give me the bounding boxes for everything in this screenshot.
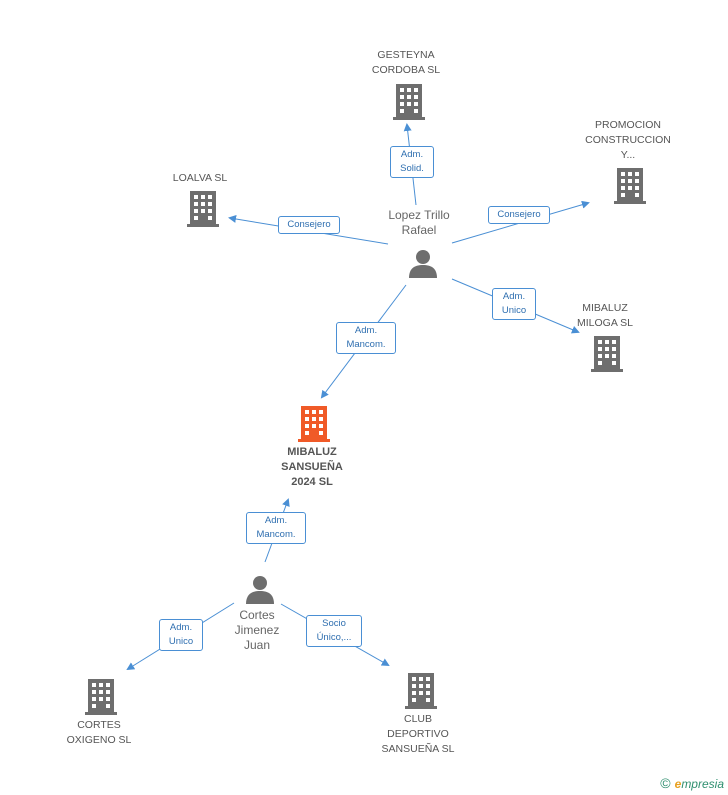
person-label-cortes[interactable]: Cortes Jimenez Juan [207, 608, 307, 653]
building-icon[interactable] [393, 84, 425, 120]
role-badge-lopez-gesteyna[interactable]: Adm. Solid. [390, 146, 434, 178]
role-text: Adm. [502, 291, 526, 302]
company-label-mibaluz-miloga[interactable]: MIBALUZ MILOGA SL [560, 301, 650, 331]
company-name-line: CORDOBA SL [371, 64, 441, 76]
role-text: Adm. [354, 325, 378, 336]
company-name-line: LOALVA SL [172, 172, 228, 184]
footer-brand: ©empresia [660, 775, 724, 791]
company-label-club-deportivo[interactable]: CLUB DEPORTIVO SANSUEÑA SL [366, 712, 470, 757]
company-name-line: GESTEYNA [377, 49, 435, 61]
person-name-line: Lopez Trillo [388, 208, 450, 222]
role-badge-cortes-oxigeno[interactable]: Adm. Unico [159, 619, 203, 651]
copyright-icon: © [660, 775, 671, 791]
role-text: Consejero [497, 209, 541, 220]
person-name-line: Rafael [401, 223, 437, 237]
company-name-line: DEPORTIVO [387, 728, 449, 740]
building-icon[interactable] [614, 168, 646, 204]
company-name-line: SANSUEÑA [281, 461, 343, 473]
company-name-line: OXIGENO SL [66, 734, 132, 746]
company-label-loalva[interactable]: LOALVA SL [155, 171, 245, 186]
role-badge-cortes-sansuena[interactable]: Adm. Mancom. [246, 512, 306, 544]
company-label-gesteyna[interactable]: GESTEYNA CORDOBA SL [356, 48, 456, 78]
company-name-line: CORTES [77, 719, 121, 731]
role-badge-lopez-loalva[interactable]: Consejero [278, 216, 340, 234]
role-text: Adm. [169, 622, 193, 633]
brand-initial: e [674, 777, 682, 791]
building-icon[interactable] [187, 191, 219, 227]
person-name-line: Jimenez [234, 623, 280, 637]
person-name-line: Cortes [239, 608, 275, 622]
person-label-lopez[interactable]: Lopez Trillo Rafael [369, 208, 469, 238]
company-label-promocion[interactable]: PROMOCION CONSTRUCCION Y... [572, 118, 684, 163]
person-icon[interactable] [408, 248, 438, 278]
company-label-cortes-oxigeno[interactable]: CORTES OXIGENO SL [54, 718, 144, 748]
company-name-line: MIBALUZ [582, 302, 628, 314]
company-name-line: CLUB [403, 713, 432, 725]
role-text: Mancom. [256, 529, 296, 540]
role-text: Unico [501, 305, 527, 316]
role-text: Mancom. [346, 339, 386, 350]
building-icon[interactable] [405, 673, 437, 709]
role-badge-lopez-miloga[interactable]: Adm. Unico [492, 288, 536, 320]
role-text: Solid. [400, 163, 424, 174]
building-icon-main[interactable] [298, 406, 330, 442]
role-text: Adm. [400, 149, 424, 160]
company-name-line: CONSTRUCCION [585, 134, 671, 146]
role-text: Socio [322, 618, 346, 629]
company-name-line: MILOGA SL [576, 317, 634, 329]
building-icon[interactable] [591, 336, 623, 372]
role-text: Único,... [316, 632, 352, 643]
role-badge-lopez-sansuena[interactable]: Adm. Mancom. [336, 322, 396, 354]
role-badge-cortes-club[interactable]: Socio Único,... [306, 615, 362, 647]
company-name-line: MIBALUZ [287, 446, 337, 458]
role-text: Consejero [287, 219, 331, 230]
role-text: Unico [168, 636, 194, 647]
company-name-line: Y... [620, 149, 636, 161]
role-badge-lopez-promocion[interactable]: Consejero [488, 206, 550, 224]
role-text: Adm. [264, 515, 288, 526]
company-name-line: 2024 SL [291, 476, 333, 488]
person-icon[interactable] [245, 574, 275, 604]
person-name-line: Juan [243, 638, 271, 652]
brand-name: mpresia [681, 777, 724, 791]
company-label-mibaluz-sansuena[interactable]: MIBALUZ SANSUEÑA 2024 SL [262, 445, 362, 490]
company-name-line: SANSUEÑA SL [381, 743, 455, 755]
building-icon[interactable] [85, 679, 117, 715]
company-name-line: PROMOCION [595, 119, 661, 131]
